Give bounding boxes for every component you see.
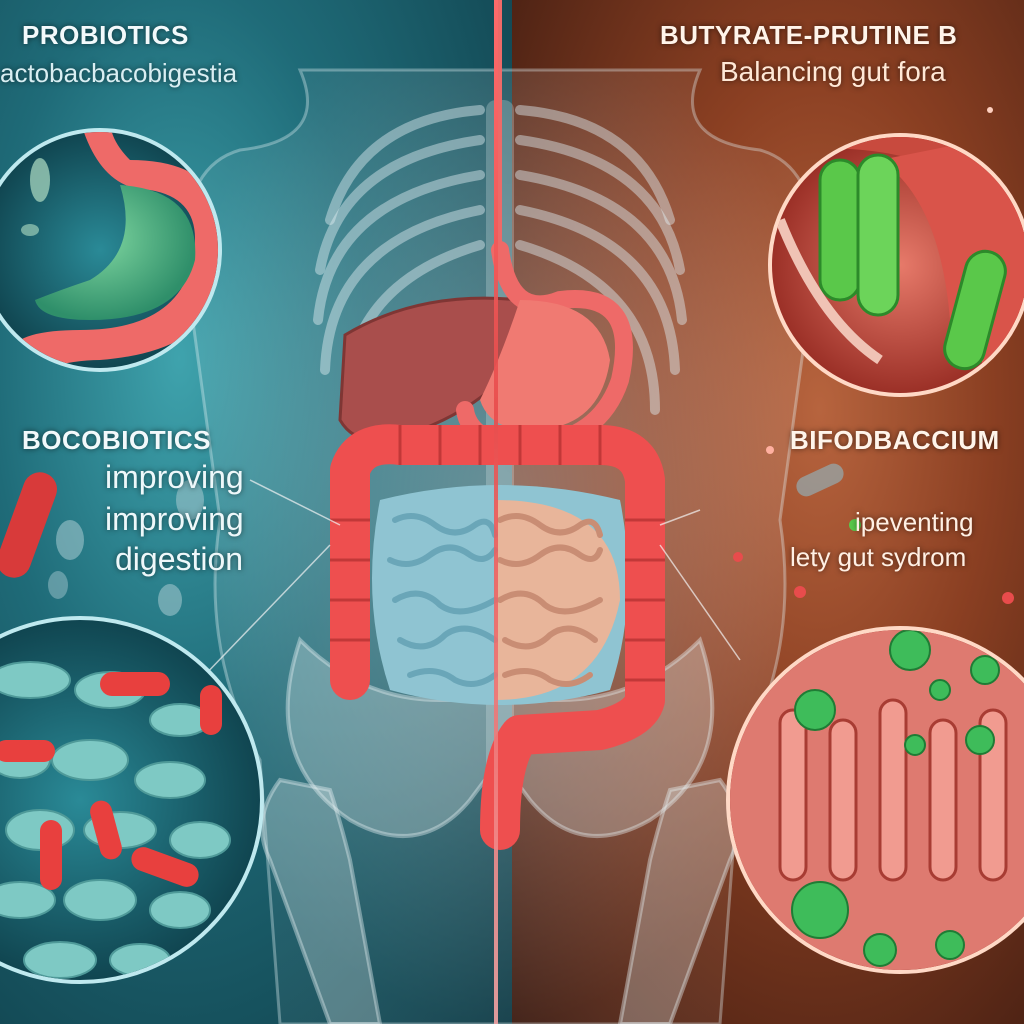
bacteria-cluster-inset [0, 616, 264, 984]
left-top-heading: PROBIOTICS [22, 20, 189, 50]
left-top-subheading: actobacbacobigestia [0, 58, 238, 88]
butyrate-bacteria-inset [768, 133, 1024, 397]
right-body-line-2: lety gut sydrom [790, 542, 967, 572]
colon-segments [330, 425, 665, 682]
free-bacteria-left [0, 472, 204, 616]
left-mid-heading: BOCOBIOTICS [22, 425, 211, 455]
small-intestine [372, 485, 628, 705]
probiotics-stomach-inset [0, 128, 222, 372]
villi-inset [726, 626, 1024, 974]
left-body-line-1: improving [105, 459, 244, 495]
callout-lines [199, 479, 741, 681]
left-body-line-2: improving [105, 501, 244, 537]
rib-cage [313, 105, 687, 415]
right-mid-heading: BIFODBACCIUM [790, 425, 1000, 455]
free-bacteria-right [733, 107, 1014, 604]
right-top-subheading: Balancing gut fora [720, 56, 946, 87]
right-body-line-1: ipeventing [855, 507, 974, 537]
right-top-heading: BUTYRATE-PRUTINE B [660, 20, 958, 50]
large-intestine [330, 424, 665, 850]
left-body-line-3: digestion [115, 541, 244, 577]
center-divider [494, 0, 498, 1024]
